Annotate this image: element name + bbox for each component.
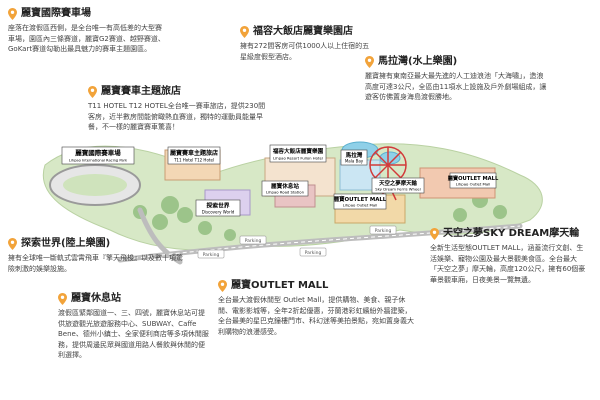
map-parking-3-label: Parking xyxy=(203,252,220,258)
map-parking-4-label: Parking xyxy=(305,250,322,256)
map-label-mala-bay-en: Mala Bay xyxy=(345,159,364,164)
card-rest-station-title: 麗寶休息站 xyxy=(71,293,121,304)
card-racing-park-title: 麗寶國際賽車場 xyxy=(21,8,91,19)
map-label-outlet-mall-bottom-zh: 麗寶OUTLET MALL xyxy=(334,195,387,203)
location-pin-icon xyxy=(365,56,374,68)
map-label-road-station[interactable]: 麗寶休息站 Lihpao Road Station xyxy=(261,180,309,197)
map-label-discovery-world-en: Discovery World xyxy=(202,210,235,215)
location-pin-icon xyxy=(88,86,97,98)
map-label-road-station-zh: 麗寶休息站 xyxy=(271,182,299,190)
card-rest-station: 麗寶休息站 渡假區緊鄰國道一、三、四號，麗寶休息站可提供旅遊觀光旅遊服務中心、S… xyxy=(58,293,210,361)
map-parking-1-label: Parking xyxy=(245,238,262,244)
card-outlet-mall-desc: 全台最大渡假休閒型 Outlet Mall，提供購物、美食、親子休閒、電影影城等… xyxy=(218,296,414,336)
card-water-park-desc: 麗寶擁有東南亞最大最先進的人工迪浪池「大海嘯」，造浪高度可達3公尺，全區由11項… xyxy=(365,72,547,101)
map-label-fullon-hotel-zh: 福容大飯店麗寶樂園 xyxy=(272,147,324,155)
map-parking-2-label: Parking xyxy=(375,228,392,234)
location-pin-icon xyxy=(240,26,249,38)
map-parking-2[interactable]: Parking xyxy=(369,225,397,235)
map-label-fullon-hotel-en: Lihpao Resort Fullon Hotel xyxy=(273,156,323,161)
location-pin-icon xyxy=(8,238,17,250)
map-label-ferris-wheel-en: Sky Dream Ferris Wheel xyxy=(375,187,420,192)
card-outlet-mall-title: 麗寶OUTLET MALL xyxy=(231,280,329,291)
map-label-road-station-en: Lihpao Road Station xyxy=(266,190,305,195)
map-label-outlet-mall-bottom[interactable]: 麗寶OUTLET MALL Lihpao Outlet Mall xyxy=(333,193,387,210)
card-fullon-hotel-title: 福容大飯店麗寶樂園店 xyxy=(253,26,353,37)
map-label-outlet-mall-bottom-en: Lihpao Outlet Mall xyxy=(343,203,378,208)
map-label-mala-bay[interactable]: 馬拉灣 Mala Bay xyxy=(340,149,368,166)
map-parking-1[interactable]: Parking xyxy=(239,235,267,245)
map-label-discovery-world[interactable]: 探索世界 Discovery World xyxy=(195,199,241,217)
card-discovery-world: 探索世界(陸上樂園) 擁有全球唯一斷軌式雲霄飛車『擎天飛梭』以及數十項驚險刺激的… xyxy=(8,238,183,274)
map-label-ferris-wheel-zh: 天空之夢摩天輪 xyxy=(379,179,417,187)
map-parking-4[interactable]: Parking xyxy=(299,247,327,257)
map-label-racing-park[interactable]: 麗寶國際賽車場 Lihpao International Racing Park xyxy=(61,146,135,165)
map-label-mala-bay-zh: 馬拉灣 xyxy=(345,151,363,159)
card-discovery-world-title: 探索世界(陸上樂園) xyxy=(21,238,111,249)
map-label-outlet-mall-top[interactable]: 麗寶OUTLET MALL Lihpao Outlet Mall xyxy=(448,172,499,189)
map-parking-3[interactable]: Parking xyxy=(197,249,225,259)
map-label-racing-park-zh: 麗寶國際賽車場 xyxy=(75,148,121,157)
card-sky-dream-title: 天空之夢SKY DREAM摩天輪 xyxy=(443,228,580,239)
card-water-park: 馬拉灣(水上樂園) 麗寶擁有東南亞最大最先進的人工迪浪池「大海嘯」，造浪高度可達… xyxy=(365,56,550,103)
map-label-outlet-mall-top-en: Lihpao Outlet Mall xyxy=(456,182,491,187)
location-pin-icon xyxy=(430,228,439,240)
card-outlet-mall: 麗寶OUTLET MALL 全台最大渡假休閒型 Outlet Mall，提供購物… xyxy=(218,280,418,337)
card-water-park-title: 馬拉灣(水上樂園) xyxy=(378,56,458,67)
location-pin-icon xyxy=(58,293,67,305)
location-pin-icon xyxy=(8,8,17,20)
card-discovery-world-desc: 擁有全球唯一斷軌式雲霄飛車『擎天飛梭』以及數十項驚險刺激的娛樂設施。 xyxy=(8,254,183,273)
map-label-outlet-mall-top-zh: 麗寶OUTLET MALL xyxy=(448,174,499,182)
card-fullon-hotel-desc: 擁有272間客房可供1000人以上住宿的五星級度假型酒店。 xyxy=(240,42,370,61)
card-t11-hotel: 麗寶賽車主題旅店 T11 HOTEL T12 HOTEL全台唯一賽車旅店，提供2… xyxy=(88,86,268,133)
map-label-t11-hotel-zh: 麗寶賽車主題旅店 xyxy=(170,149,218,157)
map-label-t11-hotel-en: T11 Hotel T12 Hotel xyxy=(173,158,214,163)
card-t11-hotel-desc: T11 HOTEL T12 HOTEL全台唯一賽車旅店，提供230間客房，近半數… xyxy=(88,102,266,131)
card-racing-park: 麗寶國際賽車場 座落在渡假區西側，是全台唯一有高低差的大型賽車場，園區內三條賽道… xyxy=(8,8,168,55)
card-racing-park-desc: 座落在渡假區西側，是全台唯一有高低差的大型賽車場，園區內三條賽道，麗寶G2賽道、… xyxy=(8,24,165,53)
card-sky-dream: 天空之夢SKY DREAM摩天輪 全新生活型態OUTLET MALL，涵蓋流行文… xyxy=(430,228,590,285)
card-sky-dream-desc: 全新生活型態OUTLET MALL，涵蓋流行文創、生活娛樂、寵物公園及最大景觀美… xyxy=(430,244,586,284)
map-label-ferris-wheel[interactable]: 天空之夢摩天輪 Sky Dream Ferris Wheel xyxy=(371,177,425,194)
map-label-fullon-hotel[interactable]: 福容大飯店麗寶樂園 Lihpao Resort Fullon Hotel xyxy=(269,144,327,163)
map-label-discovery-world-zh: 探索世界 xyxy=(206,202,229,210)
map-label-t11-hotel[interactable]: 麗寶賽車主題旅店 T11 Hotel T12 Hotel xyxy=(167,146,221,165)
map-road-centerline xyxy=(119,225,521,261)
map-racing-track xyxy=(49,164,141,206)
location-pin-icon xyxy=(218,280,227,292)
card-t11-hotel-title: 麗寶賽車主題旅店 xyxy=(101,86,181,97)
card-rest-station-desc: 渡假區緊鄰國道一、三、四號，麗寶休息站可提供旅遊觀光旅遊服務中心、SUBWAY、… xyxy=(58,309,209,359)
map-label-racing-park-en: Lihpao International Racing Park xyxy=(69,159,128,163)
card-fullon-hotel: 福容大飯店麗寶樂園店 擁有272間客房可供1000人以上住宿的五星級度假型酒店。 xyxy=(240,26,370,62)
